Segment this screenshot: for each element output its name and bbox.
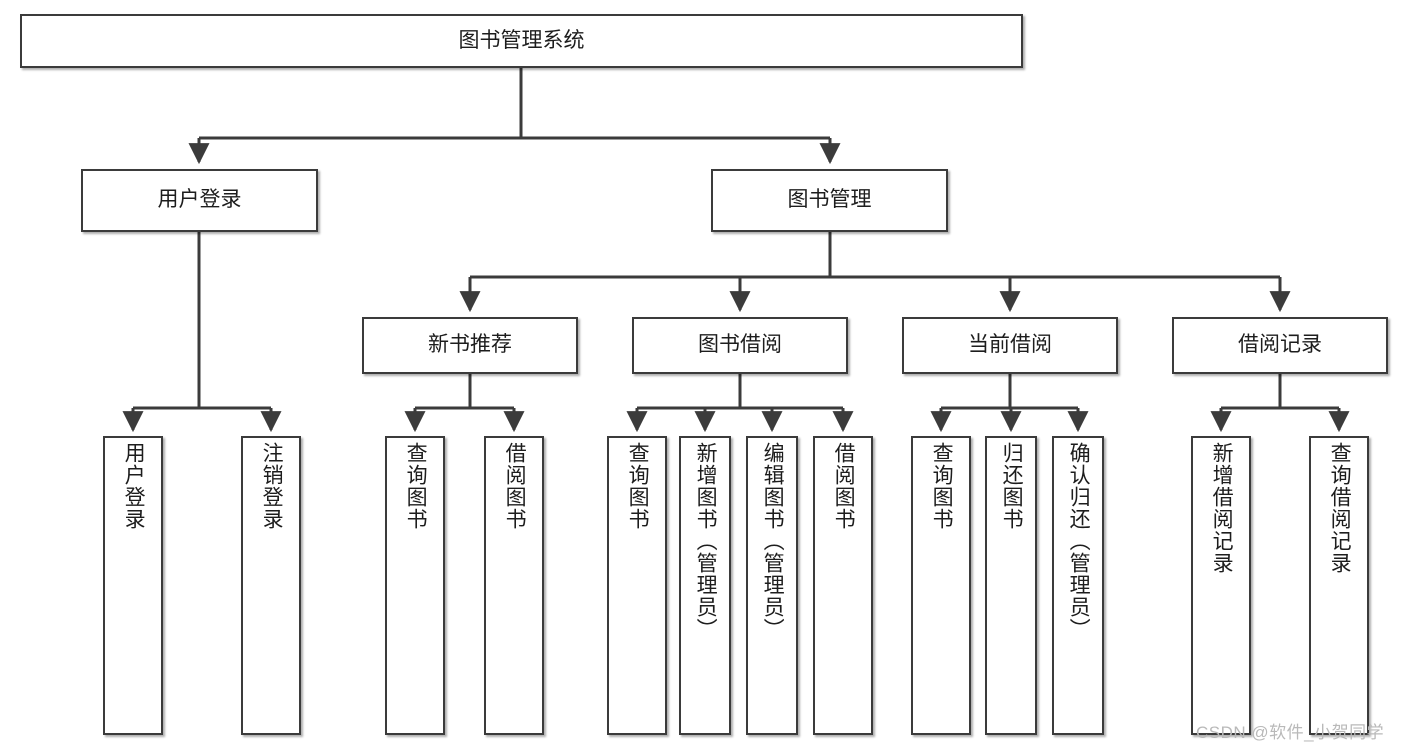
node-leaf-borrow-book-2[interactable]: 借阅图书 [813, 436, 873, 735]
node-label: 新书推荐 [428, 333, 512, 357]
node-label: 图书管理系统 [458, 28, 585, 52]
node-label: 用户登录 [122, 442, 146, 530]
node-leaf-add-borrow-record[interactable]: 新增借阅记录 [1191, 436, 1251, 735]
node-book-manage[interactable]: 图书管理 [711, 169, 948, 232]
node-book-borrow[interactable]: 图书借阅 [632, 317, 848, 374]
csdn-watermark: CSDN @软件_小贺同学 [1196, 723, 1385, 742]
node-user-login[interactable]: 用户登录 [81, 169, 318, 232]
node-label: 查询图书 [930, 442, 954, 530]
node-leaf-return-book[interactable]: 归还图书 [985, 436, 1037, 735]
node-label: 借阅图书 [832, 442, 856, 530]
node-label: 新增图书（管理员） [694, 442, 718, 640]
node-root-system[interactable]: 图书管理系统 [20, 14, 1023, 68]
node-label: 图书借阅 [698, 333, 782, 357]
node-leaf-user-login[interactable]: 用户登录 [103, 436, 163, 735]
node-label: 查询图书 [626, 442, 650, 530]
node-leaf-borrow-book-1[interactable]: 借阅图书 [484, 436, 544, 735]
node-label: 归还图书 [1000, 442, 1024, 530]
node-leaf-query-borrow-record[interactable]: 查询借阅记录 [1309, 436, 1369, 735]
node-label: 查询图书 [404, 442, 428, 530]
node-label: 确认归还（管理员） [1067, 442, 1091, 640]
node-leaf-logout-login[interactable]: 注销登录 [241, 436, 301, 735]
node-leaf-confirm-return[interactable]: 确认归还（管理员） [1052, 436, 1104, 735]
node-label: 当前借阅 [968, 333, 1052, 357]
node-label: 借阅记录 [1238, 333, 1322, 357]
node-label: 新增借阅记录 [1210, 442, 1234, 574]
node-label: 用户登录 [157, 188, 242, 212]
node-label: 编辑图书（管理员） [761, 442, 785, 640]
node-new-book-recommend[interactable]: 新书推荐 [362, 317, 578, 374]
node-label: 查询借阅记录 [1328, 442, 1352, 574]
node-leaf-add-book[interactable]: 新增图书（管理员） [679, 436, 731, 735]
node-current-borrow[interactable]: 当前借阅 [902, 317, 1118, 374]
node-label: 图书管理 [787, 188, 872, 212]
node-leaf-edit-book[interactable]: 编辑图书（管理员） [746, 436, 798, 735]
node-label: 注销登录 [260, 442, 284, 530]
node-label: 借阅图书 [503, 442, 527, 530]
node-leaf-query-book-2[interactable]: 查询图书 [607, 436, 667, 735]
node-leaf-query-book-3[interactable]: 查询图书 [911, 436, 971, 735]
node-borrow-record[interactable]: 借阅记录 [1172, 317, 1388, 374]
node-leaf-query-book-1[interactable]: 查询图书 [385, 436, 445, 735]
